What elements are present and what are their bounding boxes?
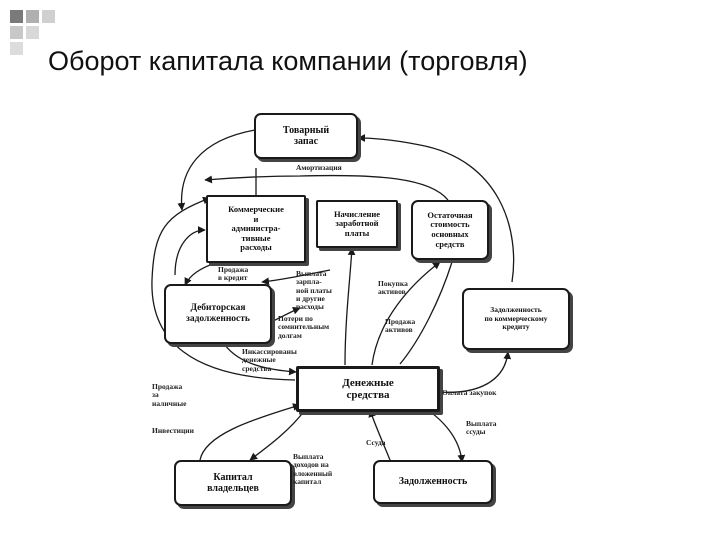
arrow-investments — [199, 403, 301, 461]
node-trade-credit-debt-label: Задолженность по коммерческому кредиту — [484, 305, 548, 332]
decor-square — [26, 26, 39, 39]
node-payroll-label: Начисление заработной платы — [333, 208, 381, 238]
label-collected-cash: Инкассированы денежные средства — [242, 347, 297, 373]
arrow-cash-payroll — [344, 247, 356, 366]
label-cash-sale: Продажа за наличные — [152, 382, 187, 408]
arrow-loan — [368, 409, 393, 466]
node-payroll: Начисление заработной платы — [316, 200, 398, 248]
label-purchase-payment: Оплата закупок — [442, 388, 497, 397]
slide-title: Оборот капитала компании (торговля) — [48, 46, 528, 76]
arrow-inventory-left — [177, 129, 256, 211]
node-trade-credit-debt: Задолженность по коммерческому кредиту — [462, 288, 570, 350]
arrow-credit-sale — [261, 269, 331, 286]
node-receivables: Дебиторская задолженность — [164, 284, 272, 344]
node-debt-label: Задолженность — [398, 476, 468, 488]
node-owner-capital: Капитал владельцев — [174, 460, 292, 506]
label-investments: Инвестиции — [152, 426, 194, 435]
node-cash-label: Денежные средства — [342, 376, 394, 401]
label-asset-sale: Продажа активов — [385, 317, 416, 335]
arrow-outer-left — [151, 196, 296, 381]
label-bad-debt-loss: Потери по сомнительным долгам — [278, 314, 330, 340]
decor-square — [26, 10, 39, 23]
node-inventory: Товарный запас — [254, 113, 358, 159]
label-asset-purchase: Покупка активов — [378, 279, 408, 297]
node-commercial-expenses: Коммерческие и администра- тивные расход… — [206, 195, 306, 263]
label-depreciation: Амортизация — [296, 163, 342, 172]
arrow-receivables-cash — [224, 344, 297, 376]
label-loan: Ссуда — [366, 438, 386, 447]
node-debt: Задолженность — [373, 460, 493, 504]
arrow-purchase-payment — [436, 351, 512, 394]
node-cash: Денежные средства — [296, 366, 440, 412]
decor-square — [10, 26, 23, 39]
node-receivables-label: Дебиторская задолженность — [186, 303, 250, 324]
label-wage-payment: Выплата зарпла- ной платы и другие расхо… — [296, 269, 332, 311]
arrow-asset-purchase — [371, 261, 441, 366]
arrow-expenses-receivables — [184, 261, 219, 286]
arrow-depreciation — [204, 174, 449, 201]
node-owner-capital-label: Капитал владельцев — [207, 471, 259, 494]
arrow-cash-commercial — [174, 226, 206, 276]
decor-square — [10, 42, 23, 55]
node-residual-value-label: Остаточная стоимость основных средств — [427, 209, 473, 249]
node-inventory-label: Товарный запас — [282, 124, 330, 147]
node-residual-value: Остаточная стоимость основных средств — [411, 200, 489, 260]
decor-square — [42, 10, 55, 23]
arrow-income-payment — [249, 409, 306, 461]
node-commercial-expenses-label: Коммерческие и администра- тивные расход… — [228, 204, 284, 253]
arrow-asset-sale — [399, 261, 453, 365]
label-loan-repayment: Выплата ссуды — [466, 419, 497, 437]
arrow-outer-right — [357, 134, 515, 283]
label-credit-sale: Продажа в кредит — [218, 265, 249, 283]
decor-square — [10, 10, 23, 23]
label-income-payment: Выплата доходов на вложенный капитал — [293, 452, 333, 486]
arrow-loan-repayment — [419, 404, 466, 463]
